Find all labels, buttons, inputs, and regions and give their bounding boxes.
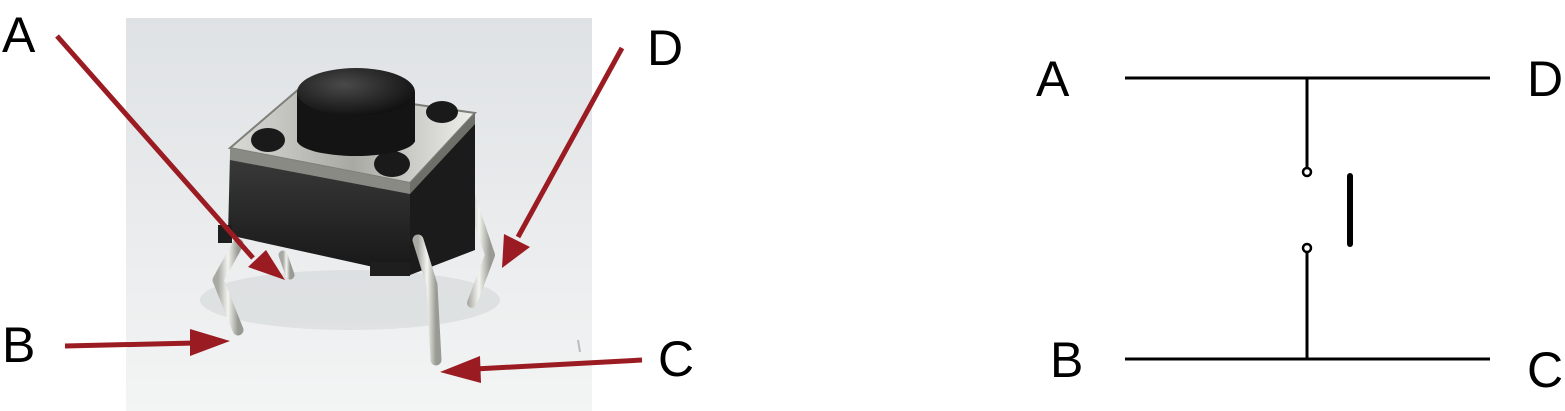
arrow-d (502, 46, 625, 268)
stud-front-right (374, 151, 410, 177)
photo-label-a: A (2, 7, 36, 63)
arrow-c (440, 356, 643, 383)
speck (577, 339, 581, 353)
schematic-label-a: A (1036, 51, 1070, 107)
bottom-contact (1301, 242, 1313, 254)
photo-label-c: C (658, 331, 694, 387)
pin-front-left (212, 238, 244, 336)
arrow-a (55, 34, 285, 280)
photo-shadow (200, 270, 500, 330)
plunger-top (297, 68, 415, 116)
switch-body-right-side (410, 122, 475, 275)
pin-back-right (463, 185, 495, 308)
schematic-label-d: D (1527, 51, 1563, 107)
pin-back-left (278, 250, 295, 280)
schematic-label-c: C (1527, 342, 1563, 398)
pin-front-right (412, 234, 442, 366)
switch-photo: A D B C (2, 7, 694, 411)
photo-label-d: D (647, 20, 683, 76)
schematic-label-b: B (1050, 332, 1083, 388)
plunger-bottom (297, 124, 415, 156)
bottom-tab (370, 262, 410, 276)
photo-label-b: B (2, 317, 35, 373)
stud-front-left (251, 128, 285, 152)
stud-back-right (426, 101, 458, 123)
switch-schematic: A D B C (1036, 51, 1563, 398)
arrow-b (64, 329, 230, 356)
switch-metal-front-edge (230, 148, 410, 194)
top-contact (1301, 166, 1313, 178)
switch-metal-side-edge (410, 113, 475, 194)
